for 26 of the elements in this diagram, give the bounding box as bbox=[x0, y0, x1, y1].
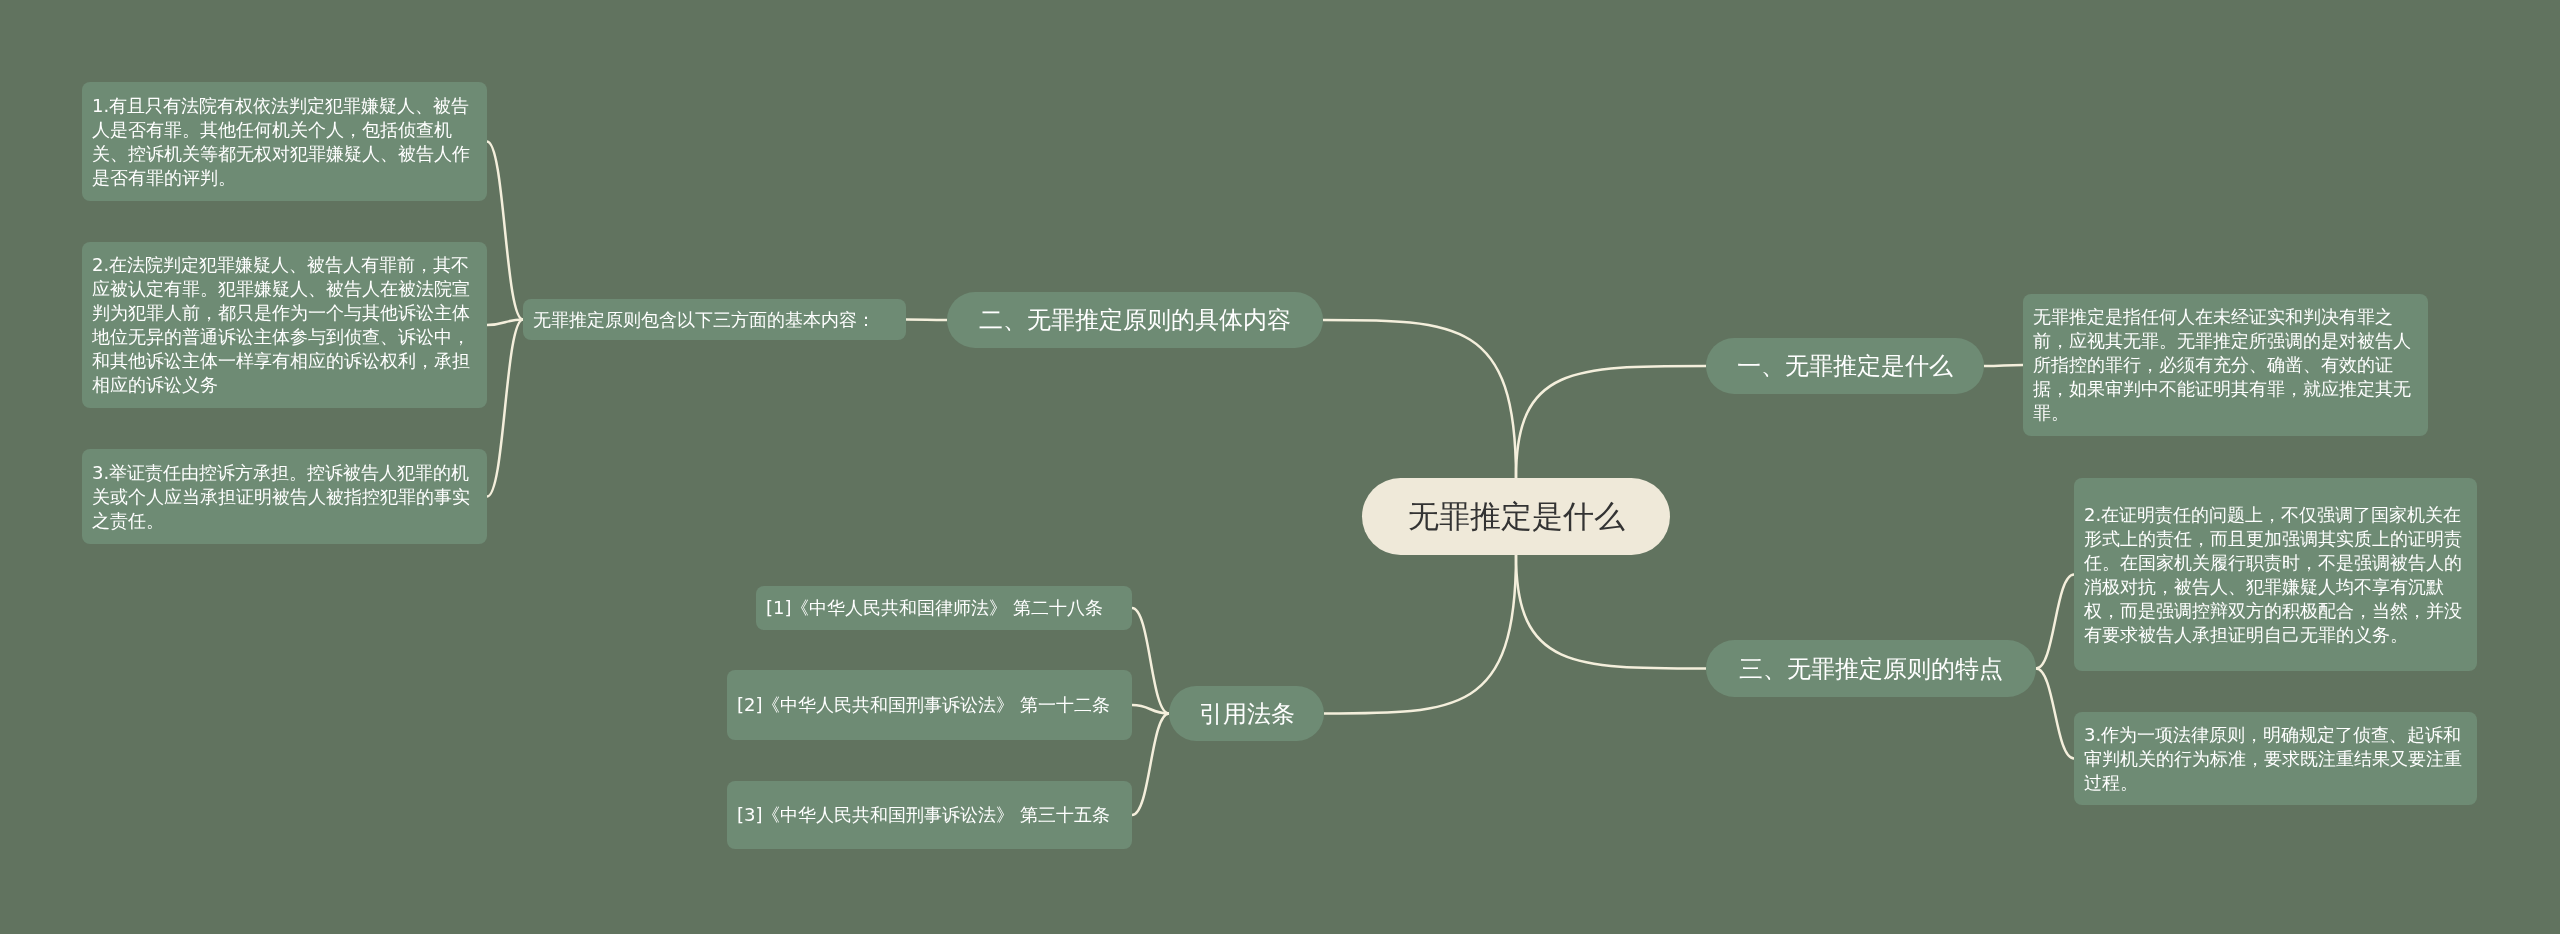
text-card: 3.举证责任由控诉方承担。控诉被告人犯罪的机关或个人应当承担证明被告人被指控犯罪的事实之责任。 bbox=[82, 449, 487, 544]
connector-line bbox=[486, 318, 524, 327]
text-card: [3]《中华人民共和国刑事诉讼法》 第三十五条 bbox=[727, 781, 1132, 849]
connector-line bbox=[906, 318, 947, 322]
text-card: 无罪推定是指任何人在未经证实和判决有罪之前，应视其无罪。无罪推定所强调的是对被告人所指控的罪行，必须有充分、确凿、有效的证据，如果审判中不能证明其有罪，就应推定其无罪。 bbox=[2023, 294, 2428, 436]
connector-line bbox=[2035, 667, 2075, 760]
text-card: 无罪推定原则包含以下三方面的基本内容： bbox=[523, 299, 906, 340]
text-card: [1]《中华人民共和国律师法》 第二十八条 bbox=[756, 586, 1132, 630]
connector-line bbox=[2035, 573, 2075, 670]
topic-pill: 三、无罪推定原则的特点 bbox=[1706, 640, 2036, 697]
text-card: [2]《中华人民共和国刑事诉讼法》 第一十二条 bbox=[727, 670, 1132, 740]
connector-line bbox=[486, 318, 524, 498]
connector-line bbox=[1131, 712, 1170, 817]
root-topic: 无罪推定是什么 bbox=[1362, 478, 1670, 555]
text-card: 2.在法院判定犯罪嫌疑人、被告人有罪前，其不应被认定有罪。犯罪嫌疑人、被告人在被法院宣判为犯罪人前，都只是作为一个与其他诉讼主体地位无异的普通诉讼主体参与到侦查、诉讼中，和其他诉讼主体一样享有相应的诉讼权利，承担相应的诉讼义务 bbox=[82, 242, 487, 408]
connector-line bbox=[1323, 318, 1518, 479]
topic-pill: 一、无罪推定是什么 bbox=[1706, 338, 1984, 394]
text-card: 2.在证明责任的问题上，不仅强调了国家机关在形式上的责任，而且更加强调其实质上的证明责任。在国家机关履行职责时，不是强调被告人的消极对抗，被告人、犯罪嫌疑人均不享有沉默权，而是强调控辩双方的积极配合，当然，并没有要求被告人承担证明自己无罪的义务。 bbox=[2074, 478, 2477, 671]
connector-line bbox=[486, 140, 524, 321]
text-card: 3.作为一项法律原则，明确规定了侦查、起诉和审判机关的行为标准，要求既注重结果又要注重过程。 bbox=[2074, 712, 2477, 805]
topic-pill: 引用法条 bbox=[1169, 686, 1324, 741]
connector-line bbox=[1324, 554, 1518, 715]
connector-line bbox=[1131, 606, 1170, 715]
text-card: 1.有且只有法院有权依法判定犯罪嫌疑人、被告人是否有罪。其他任何机关个人，包括侦查机关、控诉机关等都无权对犯罪嫌疑人、被告人作是否有罪的评判。 bbox=[82, 82, 487, 201]
topic-pill: 二、无罪推定原则的具体内容 bbox=[947, 292, 1323, 348]
connector-line bbox=[1984, 363, 2023, 368]
